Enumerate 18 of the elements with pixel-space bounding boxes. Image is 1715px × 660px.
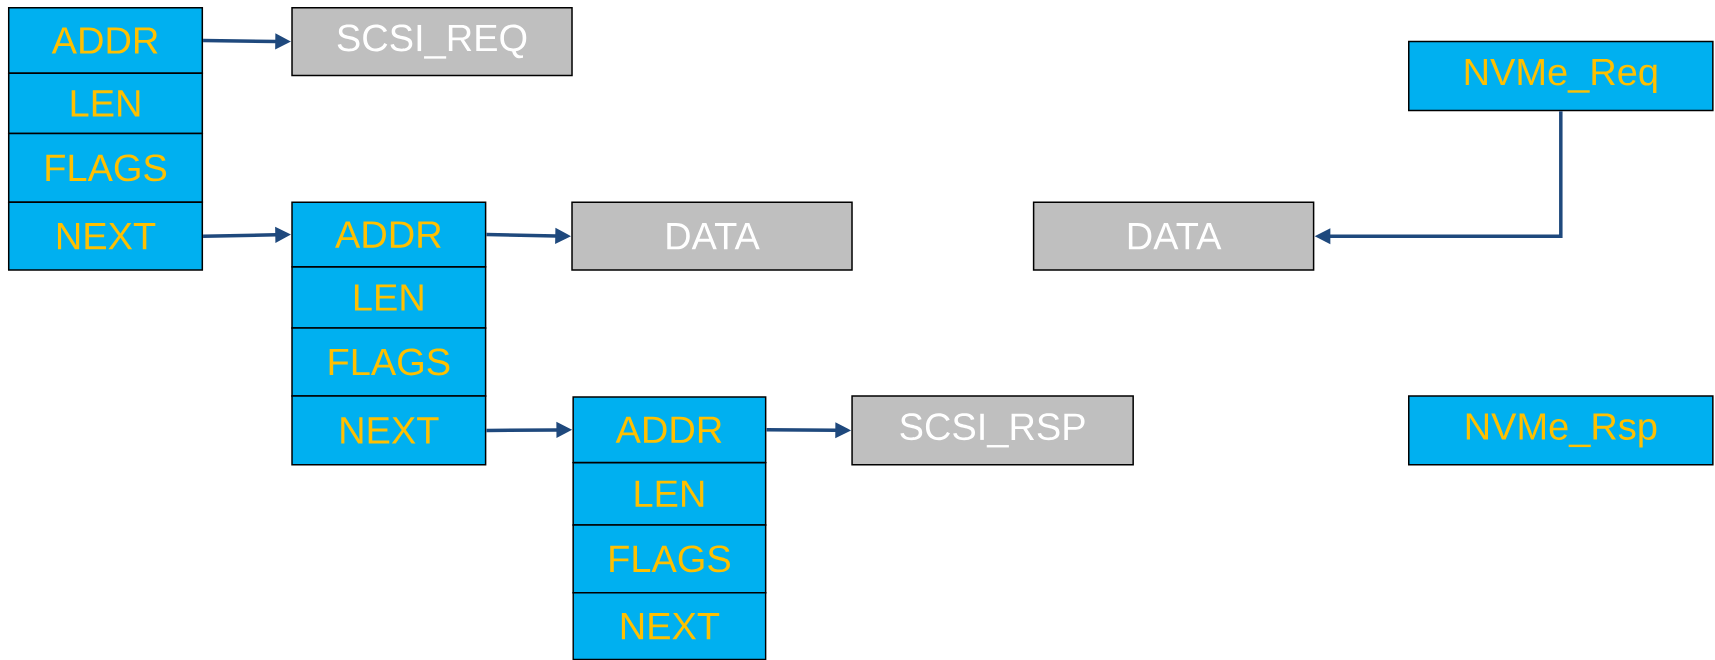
queue-box: NVMe_Rsp xyxy=(1408,395,1714,466)
field-box: NEXT xyxy=(572,592,767,660)
field-box: FLAGS xyxy=(291,327,487,397)
field-box: NEXT xyxy=(291,395,487,466)
queue-box: NVMe_Req xyxy=(1408,40,1714,112)
field-box: ADDR xyxy=(291,201,487,268)
field-box: FLAGS xyxy=(7,132,204,204)
field-box: LEN xyxy=(291,266,487,329)
buffer-box: DATA xyxy=(1032,201,1315,271)
field-box: ADDR xyxy=(572,396,767,464)
field-box: LEN xyxy=(7,72,204,135)
buffer-box: SCSI_REQ xyxy=(291,6,573,77)
buffer-box: DATA xyxy=(571,201,853,271)
field-box: FLAGS xyxy=(572,524,767,594)
buffer-box: SCSI_RSP xyxy=(851,395,1134,466)
field-box: LEN xyxy=(572,461,767,526)
field-box: NEXT xyxy=(7,201,204,271)
field-box: ADDR xyxy=(7,6,204,75)
